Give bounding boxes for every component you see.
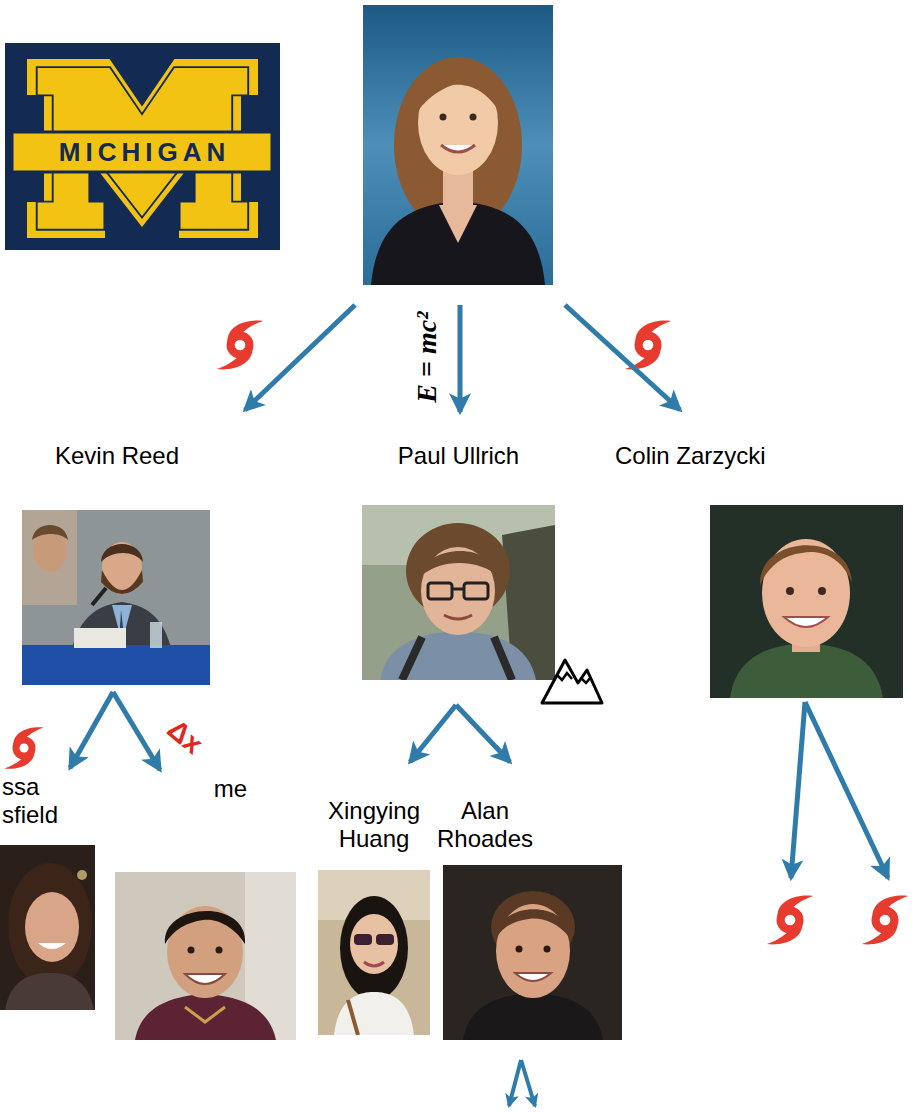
person-photo [0,845,95,1010]
person-node: Kevin Reed [22,442,212,685]
hurricane-icon [625,321,671,370]
person-photo [443,865,622,1040]
lineage-arrow [410,705,456,762]
fork-arrow [509,1060,521,1106]
person-node: me [115,775,296,1040]
university-logo [5,43,280,250]
photo-frame [443,865,622,1040]
hurricane-icon [217,321,263,370]
hurricane-icon [767,896,813,945]
logo-wordmark: MICHIGAN [12,132,272,172]
person-node: Paul Ullrich [362,442,555,680]
logo-ground [5,43,280,250]
person-name: Xingying Huang [318,797,430,853]
person-name: ssa sfield [0,773,72,829]
lineage-arrow [458,305,463,412]
lineage-arrow [245,305,355,410]
photo-frame [318,870,430,1035]
person-name: me [115,775,296,803]
hurricane-icon [862,896,908,945]
person-node: ssa sfield [0,773,100,1010]
photo-frame [363,5,553,285]
person-photo [362,505,555,680]
person-name: Colin Zarzycki [610,442,905,470]
person-node: Colin Zarzycki [610,442,905,698]
person-node: Alan Rhoades [430,797,622,1040]
mountain-icon [542,660,602,703]
hurricane-icon [4,727,43,769]
person-name: Alan Rhoades [430,797,540,853]
photo-frame [22,510,210,685]
lineage-arrow [565,305,680,410]
person-name: Paul Ullrich [362,442,555,470]
lineage-arrow [70,692,113,768]
advisor-node [363,5,553,285]
photo-frame [0,845,95,1010]
symbol-label: Δx [155,708,215,766]
logo-band [12,132,272,172]
photo-frame [362,505,555,680]
photo-frame [115,872,296,1040]
edge-label: E = mc² [411,292,443,422]
advisor-photo [363,5,553,285]
person-node: Xingying Huang [318,797,430,1035]
lineage-arrow [113,692,160,770]
photo-frame [710,505,903,698]
fork-arrow [521,1060,535,1106]
person-photo [710,505,903,698]
person-photo [22,510,210,685]
person-name: Kevin Reed [22,442,212,470]
person-photo [318,870,430,1035]
lineage-arrow [456,705,510,762]
fork-arrow [791,702,805,878]
fork-arrow [805,702,888,878]
person-photo [115,872,296,1040]
